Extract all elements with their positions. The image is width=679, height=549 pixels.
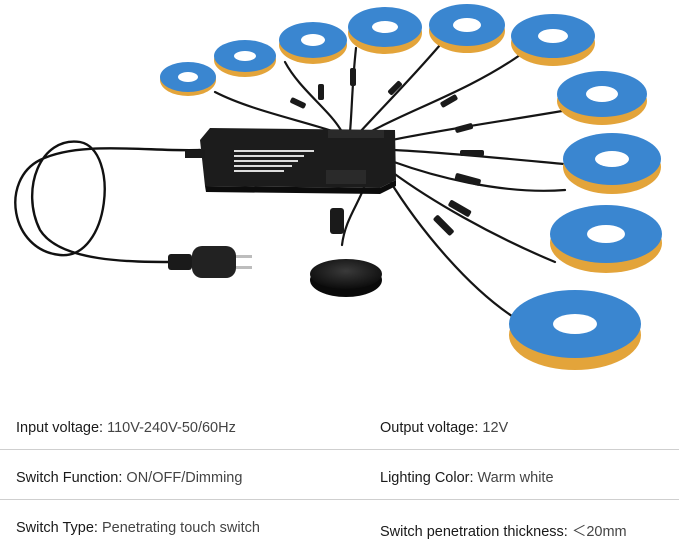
spec-value: ＜20mm: [571, 524, 627, 540]
driver-hub: [200, 128, 396, 194]
led-coil: [279, 22, 347, 64]
spec-value: Warm white: [477, 470, 554, 486]
product-photo: [14, 4, 662, 370]
led-coil: [214, 40, 276, 77]
spec-label: Input voltage:: [16, 420, 104, 436]
eu-plug: [168, 246, 252, 278]
power-cord: [14, 140, 202, 264]
inline-connectors: [290, 68, 484, 236]
spec-output-voltage: Output voltage: 12V: [380, 420, 508, 436]
spec-label: Switch penetration thickness:: [380, 524, 568, 540]
led-coil: [509, 290, 641, 370]
cord-strain-relief: [185, 150, 205, 158]
spec-value: 110V-240V-50/60Hz: [107, 420, 236, 436]
touch-switch-pad: [310, 259, 382, 297]
led-coil: [429, 4, 505, 53]
row-divider: [0, 499, 679, 500]
spec-label: Switch Type:: [16, 520, 98, 536]
spec-switch-function: Switch Function: ON/OFF/Dimming: [16, 470, 242, 486]
led-strip-coils: [160, 4, 662, 370]
led-coil: [557, 71, 647, 125]
row-divider: [0, 449, 679, 450]
spec-value: Penetrating touch switch: [101, 520, 260, 536]
spec-switch-type: Switch Type: Penetrating touch switch: [16, 520, 260, 536]
spec-value: ON/OFF/Dimming: [126, 470, 243, 486]
spec-switch-thickness: Switch penetration thickness: ＜20mm: [380, 520, 627, 541]
led-coil: [550, 205, 662, 273]
spec-label: Switch Function:: [16, 470, 123, 486]
led-coil: [160, 62, 216, 96]
spec-label: Lighting Color:: [380, 470, 474, 486]
spec-lighting-color: Lighting Color: Warm white: [380, 470, 554, 486]
led-coil: [348, 7, 422, 54]
spec-input-voltage: Input voltage: 110V-240V-50/60Hz: [16, 420, 236, 436]
led-coil: [511, 14, 595, 66]
spec-value: 12V: [482, 420, 509, 436]
led-coil: [563, 133, 661, 194]
spec-table: Input voltage: 110V-240V-50/60Hz Output …: [0, 400, 679, 549]
spec-label: Output voltage:: [380, 420, 479, 436]
